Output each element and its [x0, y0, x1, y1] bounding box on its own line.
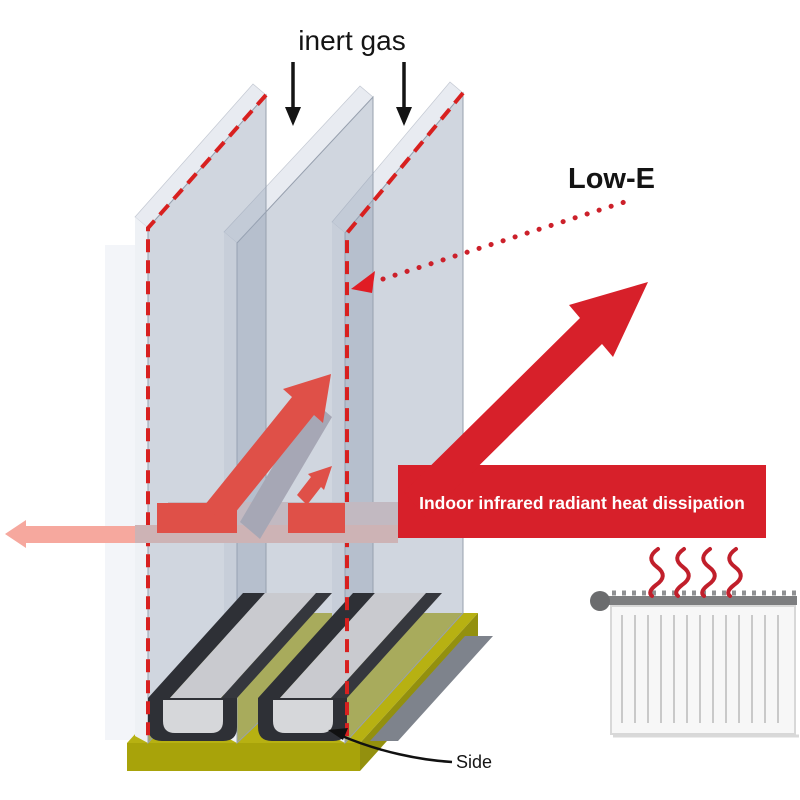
spacer1-run-right: [221, 593, 332, 698]
reflected-small-tail: [288, 503, 345, 533]
down-arrowhead-icon: [285, 107, 301, 126]
spacer-2: [258, 593, 442, 741]
reflected-small-shaft: [297, 466, 332, 505]
through-glass-heat-arrow-band: [240, 400, 332, 539]
spacer2-run-right: [331, 593, 442, 698]
side-pointer-arrowhead-icon: [328, 728, 348, 740]
radiator-body: [610, 605, 796, 735]
spacer2-run-floor: [280, 593, 426, 698]
low-e-label: Low-E: [568, 163, 655, 195]
reflected-heat-arrow-small: [288, 466, 345, 533]
spacer1-run-floor: [170, 593, 316, 698]
radiator-icon: [590, 590, 799, 738]
spacer-1: [148, 593, 332, 741]
side-pointer: [341, 734, 453, 764]
seal-dashed-line-pane1: [146, 93, 268, 741]
reflected-heat-arrow-large: [157, 374, 331, 533]
spacer2-front-core: [273, 700, 333, 733]
pane3-front-face: [344, 91, 464, 745]
transmitted-heat-arrow: [5, 520, 135, 548]
pane1-left-face: [135, 217, 148, 743]
pane-edge-ghost-band: [370, 636, 493, 741]
spacer1-front-core: [163, 700, 223, 733]
low-e-pointer-arrowhead-icon: [351, 271, 375, 293]
glass-pane-3: [331, 81, 464, 745]
heat-arrow: [404, 282, 648, 518]
transmitted-arrowhead-icon: [5, 520, 26, 548]
reflected-large-shaft: [204, 374, 331, 524]
glass-shadow: [105, 245, 135, 740]
radiator-knob: [590, 591, 610, 611]
inert-gas-arrow-2: [396, 62, 412, 126]
inert-gas-arrow-1: [285, 62, 301, 126]
base-front-face: [127, 743, 360, 771]
radiator-fins: [621, 615, 779, 723]
heat-banner-label: Indoor infrared radiant heat dissipation: [419, 493, 745, 513]
radiator-top-bar: [607, 596, 797, 605]
side-label: Side: [456, 752, 492, 772]
transmitted-shaft: [26, 526, 135, 543]
inert-gas-label: inert gas: [298, 25, 405, 56]
spacer1-run-left: [148, 593, 265, 698]
heat-waves-icon: [648, 547, 743, 598]
down-arrowhead-icon: [396, 107, 412, 126]
